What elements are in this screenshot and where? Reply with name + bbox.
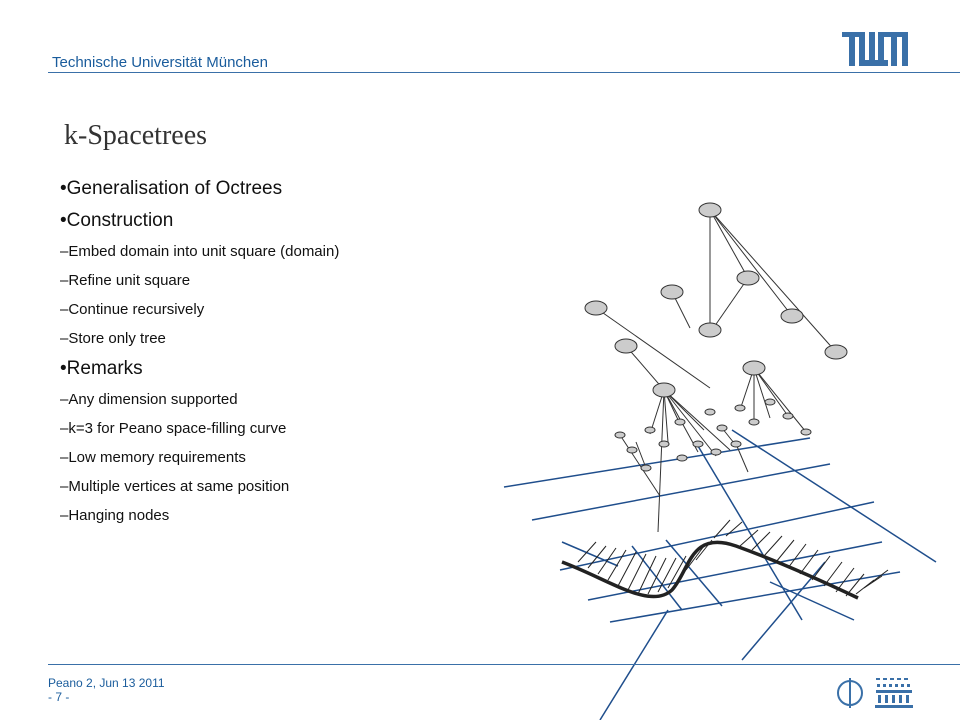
tum-logo [842, 32, 908, 73]
header-university-name: Technische Universität München [52, 54, 268, 71]
sub-bullet-item: –Any dimension supported [60, 391, 238, 408]
footer-date: Peano 2, Jun 13 2011 [48, 676, 165, 690]
bullet-item: •Remarks [60, 358, 143, 379]
tum-building-icon [874, 676, 914, 715]
domain-boundary-curve [561, 540, 859, 600]
sub-bullet-item: –Continue recursively [60, 301, 205, 318]
sub-bullet-item: –k=3 for Peano space-filling curve [60, 420, 287, 437]
grid-lines [503, 429, 937, 721]
tree-nodes [584, 202, 848, 472]
bullet-list: •Generalisation of Octrees •Construction… [60, 178, 360, 535]
footer-page-number: - 7 - [48, 690, 70, 704]
sub-bullet-item: –Hanging nodes [60, 507, 170, 524]
sub-bullet-item: –Refine unit square [60, 272, 191, 289]
sub-bullet-item: –Low memory requirements [60, 449, 246, 466]
hatching [577, 519, 889, 597]
footer-divider [48, 664, 960, 665]
spacetree-diagram [490, 190, 950, 725]
bullet-item: •Construction [60, 210, 174, 231]
bullet-item: •Generalisation of Octrees [60, 178, 283, 199]
tum-tower-icon [836, 676, 864, 715]
tree-edges [595, 209, 837, 533]
sub-bullet-item: –Multiple vertices at same position [60, 478, 290, 495]
slide-title: k-Spacetrees [64, 120, 208, 151]
sub-bullet-item: –Store only tree [60, 330, 166, 347]
header-divider [48, 72, 960, 73]
sub-bullet-item: –Embed domain into unit square (domain) [60, 243, 340, 260]
